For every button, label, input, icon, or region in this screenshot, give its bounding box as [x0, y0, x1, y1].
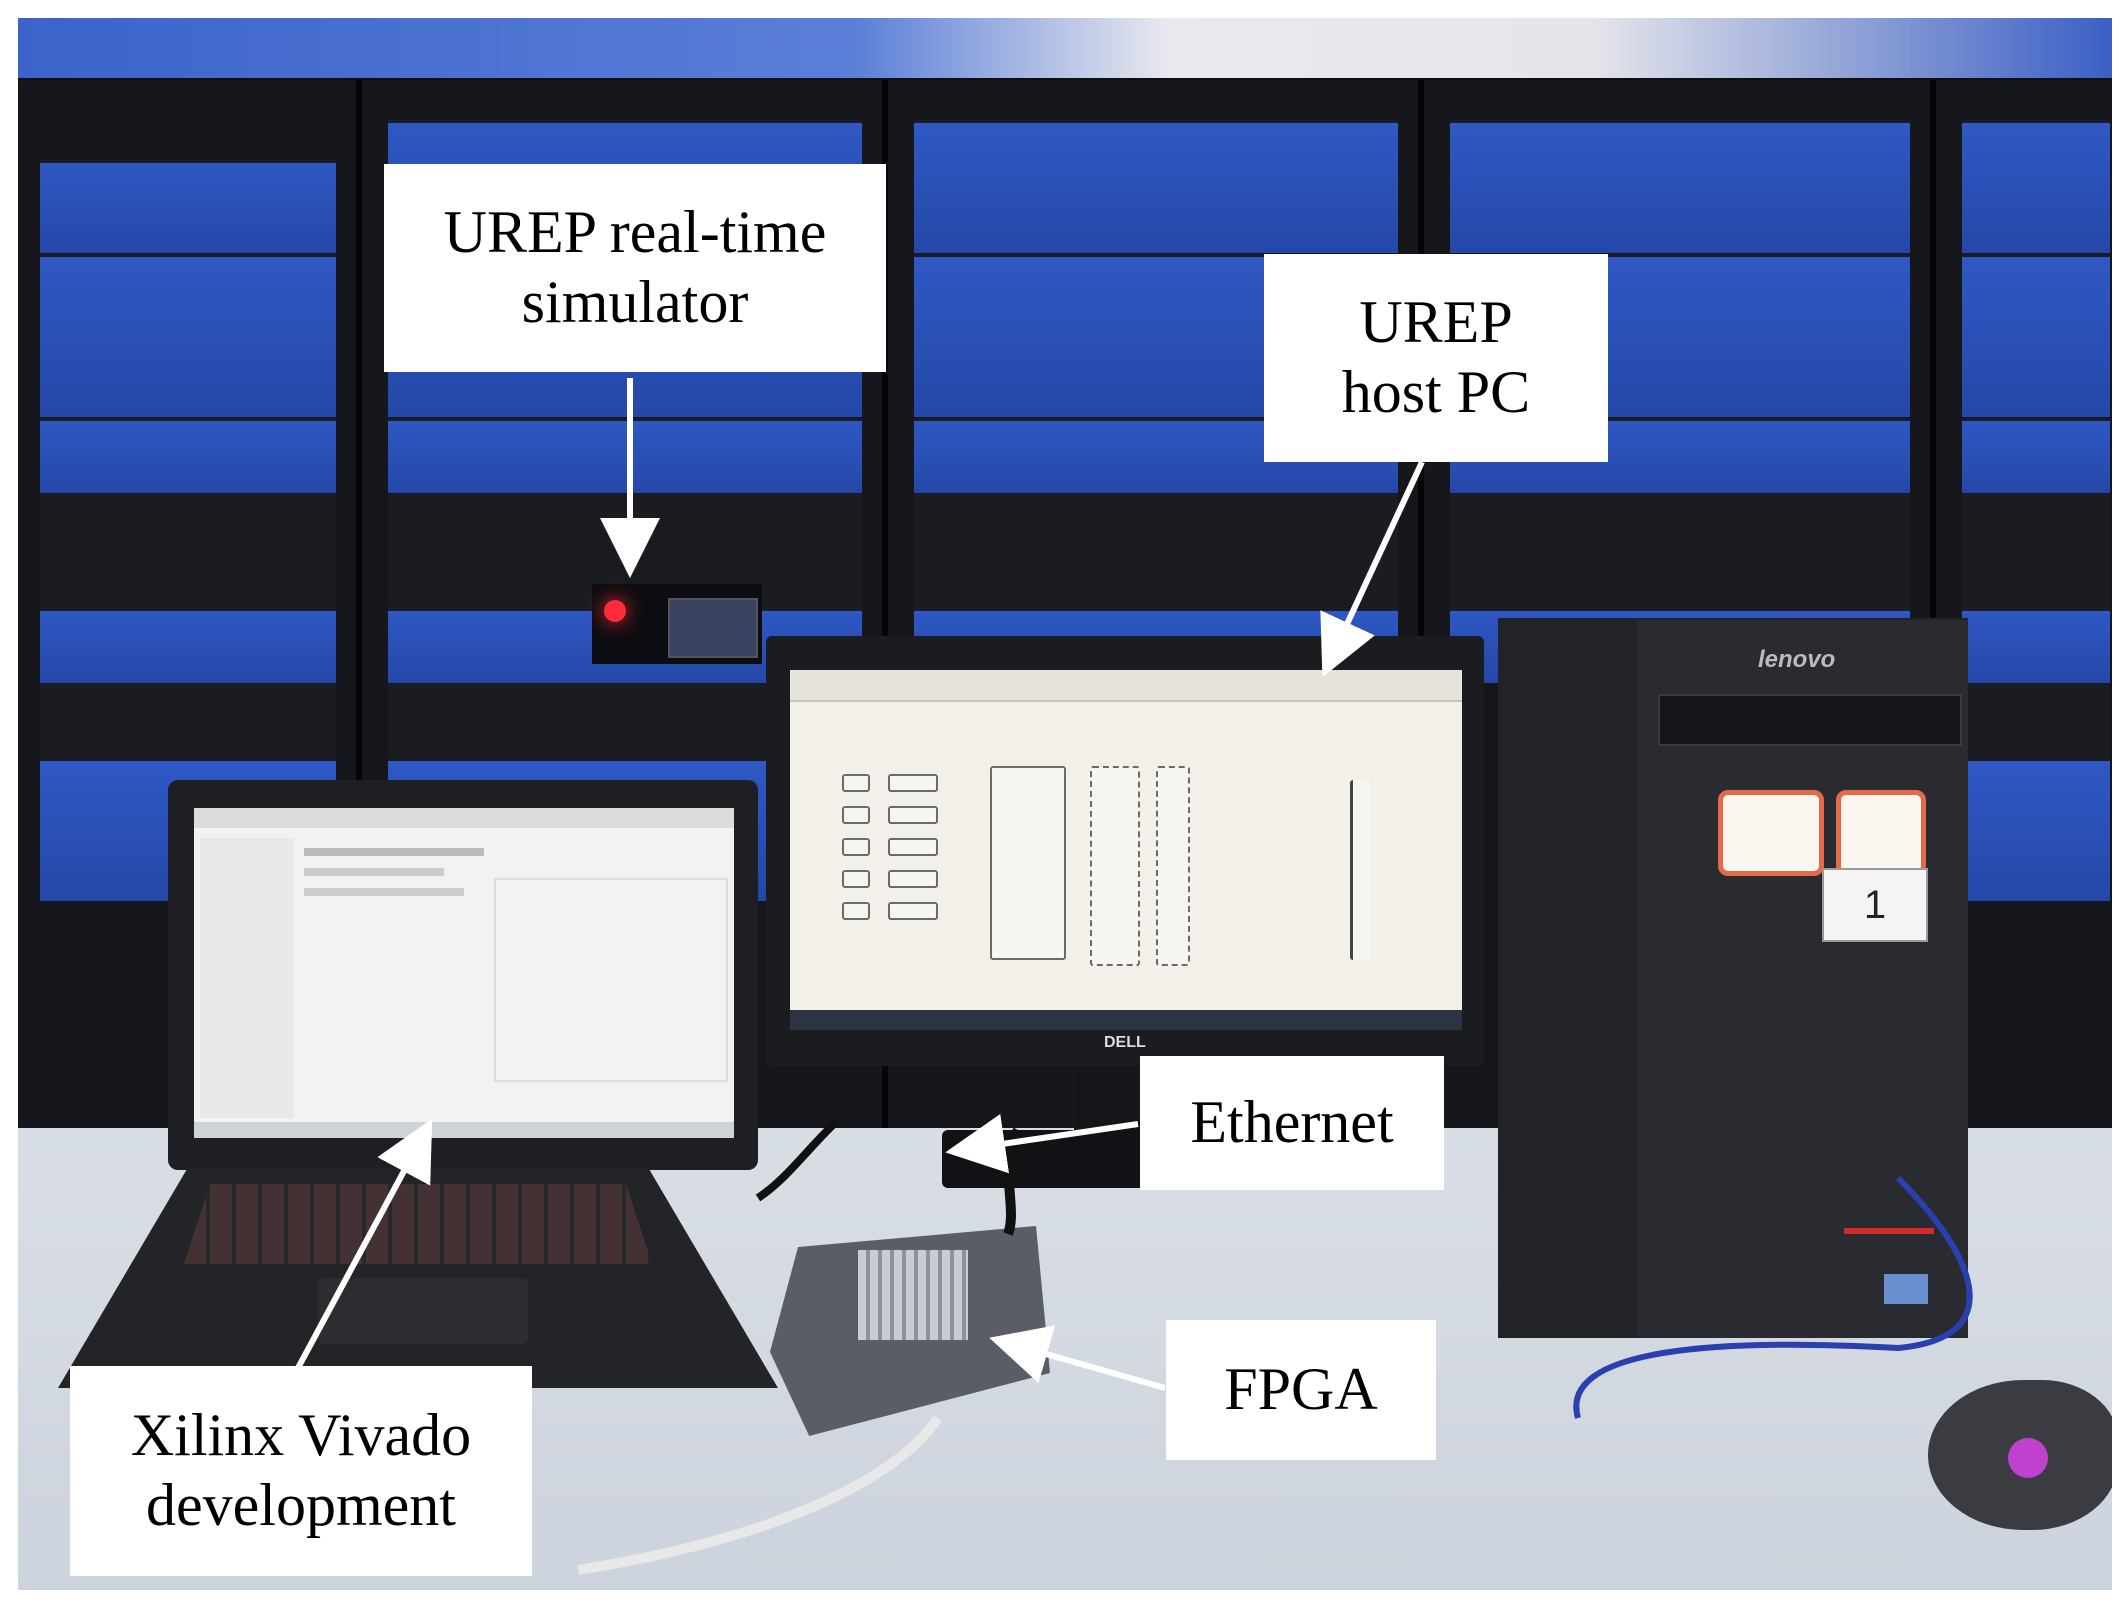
label-ethernet: Ethernet [1140, 1056, 1444, 1190]
label-simulator-line1: UREP real-time [443, 199, 827, 266]
status-screen [668, 598, 758, 658]
optical-drive [1658, 694, 1962, 746]
rack-cabinet [18, 80, 368, 1150]
label-simulator-line2: simulator [521, 269, 749, 335]
label-host-pc-line1: UREP [1359, 289, 1513, 356]
arrow-fpga [989, 1325, 1166, 1391]
touchpad [318, 1278, 528, 1344]
arrow-ethernet [945, 1113, 1139, 1174]
label-vivado-line2: development [146, 1472, 456, 1538]
pc-tag: 1 [1822, 868, 1928, 942]
sticker [1718, 790, 1824, 876]
ceiling-strip [18, 18, 2112, 78]
laptop-screen [194, 808, 734, 1138]
monitor-screen [790, 670, 1462, 1030]
monitor-brand: DELL [1104, 1034, 1146, 1051]
pc-tag-number: 1 [1863, 883, 1887, 927]
label-vivado: Xilinx Vivado development [70, 1366, 532, 1576]
heatsink [858, 1250, 968, 1340]
arrow-vivado [295, 1118, 433, 1370]
arrow-host-pc [1320, 460, 1425, 678]
label-host-pc: UREP host PC [1264, 254, 1608, 462]
keyboard [184, 1184, 652, 1264]
cpu-badge [1884, 1274, 1928, 1304]
label-vivado-line1: Xilinx Vivado [130, 1402, 472, 1469]
label-fpga: FPGA [1166, 1320, 1436, 1460]
power-led [604, 600, 626, 622]
mouse-led [2008, 1438, 2048, 1478]
red-stripe [1844, 1228, 1934, 1234]
pc-brand: lenovo [1758, 646, 1836, 673]
label-simulator: UREP real-time simulator [384, 164, 886, 372]
label-host-pc-line2: host PC [1341, 359, 1531, 425]
